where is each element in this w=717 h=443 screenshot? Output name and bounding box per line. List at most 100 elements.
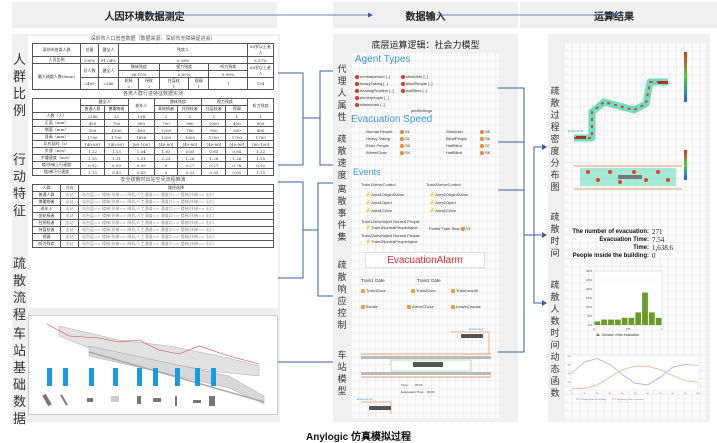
flow-path: 站台层=> 楼梯/扶梯=> 闸机/人工通道=> 通道口=> 楼梯/扶梯=> 出口: [78, 198, 274, 206]
behavior-row-label: 楼/梯下行速度: [32, 168, 81, 176]
agent-type-item[interactable]: heavyTaking [..]: [355, 81, 394, 86]
y-tick-label: 10%: [586, 305, 592, 309]
pt-max-hearing: 1: [208, 77, 248, 90]
agent-type-item[interactable]: wheelchair [..]: [355, 102, 394, 107]
gate-function-item[interactable]: Train1Door: [361, 288, 386, 293]
y-tick-label: 30%: [586, 269, 592, 273]
agent-type-item[interactable]: normalperson [..]: [355, 74, 394, 79]
flow-group: 携重物者: [32, 198, 61, 206]
behavior-row-label: 反应延时（s）: [32, 140, 81, 148]
label-response: 疏散响应控制: [337, 261, 347, 331]
x-tick-label: 90: [684, 393, 687, 395]
y-tick-label: 100: [567, 382, 571, 384]
event-item[interactable]: ⚡Area2Close: [429, 208, 457, 214]
gate-function-item[interactable]: Train2Door: [411, 288, 436, 293]
behavior-cell: 22: [103, 112, 129, 120]
behavior-cell: 0.92: [247, 161, 274, 169]
stat-value: 271: [652, 228, 663, 236]
entrance-b-label: Entrance B: [357, 397, 372, 401]
bolt-icon: ⚡: [429, 192, 436, 198]
pt-h-total: 总量: [80, 43, 99, 57]
time-label: Time:: [401, 383, 409, 387]
stat-value: 0: [652, 252, 656, 260]
behavior-cell: 1650: [127, 133, 155, 141]
histogram-bar: [655, 317, 662, 325]
histogram-bar: [601, 319, 608, 325]
time-value: 00:00: [415, 383, 423, 387]
gate-function-item[interactable]: TrainDoorAll: [451, 288, 478, 293]
stat-row: Time:1,638.6: [564, 244, 706, 252]
bt-sub-1: 携重物者: [103, 105, 129, 113]
behavior-row-label: 正面（mm）: [32, 119, 81, 127]
y-tick-label: 200: [567, 373, 571, 375]
pt-h-disabled: 残疾人: [118, 43, 248, 57]
legend-marker: [596, 333, 600, 336]
event-item[interactable]: ⚡Area1Close: [365, 208, 393, 214]
flow-path: 站台层=> 楼梯/扶梯=> 闸机/人工通道=> 通道口=> 楼梯/扶梯=> 出口: [78, 212, 274, 220]
agent-list-right: stickUser [..] blindPeople [..] halfBlind …: [401, 74, 432, 95]
histogram-bar: [642, 292, 648, 325]
label-events: 离散事件集: [337, 185, 347, 243]
pt-sub-hearing: 听力残疾: [208, 63, 248, 71]
evac-time-label: Evacuation Time:: [401, 390, 424, 394]
evacuation-alarm-button[interactable]: EvacuationAlarm: [365, 252, 485, 268]
header-measurement-label: 人因环境数据测定: [104, 11, 185, 23]
behavior-cell: 0.43: [103, 168, 129, 176]
agent-type-item[interactable]: stickUser [..]: [401, 74, 432, 79]
gate-function-item[interactable]: ArriveChose: [407, 304, 434, 309]
gate-function-item[interactable]: Escale: [361, 304, 378, 309]
event-item[interactable]: ⚡Area2Open: [429, 200, 456, 206]
pt-h-group: 深圳市各类人群: [32, 43, 81, 57]
density-heatmap: Entrance A Entrance B: [568, 52, 687, 190]
x-tick-label: 0.5: [626, 327, 631, 331]
agent-type-item[interactable]: hearingProblem [..]: [355, 88, 394, 93]
flow-group: 普通人群: [32, 191, 61, 199]
agent-type-item[interactable]: blindPeople [..]: [401, 81, 432, 86]
behavior-cell: 1600: [177, 133, 203, 141]
behavior-cell: 700: [103, 119, 129, 127]
behavior-row-label: 步履速度（m/s）: [32, 154, 81, 162]
series-line: [572, 365, 699, 389]
entrance-a-label: Entrance A: [469, 327, 484, 331]
parameter-icon: [480, 150, 484, 155]
behavior-cell: [60-100]: [247, 140, 274, 148]
flow-caption: 安全疏散时出站空间流程推演: [120, 177, 186, 183]
event-item[interactable]: ⚡Area2OriginStatus: [429, 192, 468, 198]
bt-sub-0: 普通人群: [80, 105, 105, 113]
event-item[interactable]: ⚡Area1Open: [365, 200, 392, 206]
pt-ratio-healthy: 91.04%: [98, 56, 119, 64]
gate-function-item[interactable]: LeaveChoose: [451, 304, 481, 309]
label-population-ratio: 人群比例: [12, 53, 26, 119]
train2-arrive: Train2ArriveControl: [426, 182, 461, 187]
arrowhead-time: [542, 232, 547, 238]
event-item[interactable]: ⚡Area1OriginStatus: [365, 192, 404, 198]
label-behavior: 行动特征: [12, 153, 26, 219]
left-panel: 人群比例 行动特征 疏散流程 车站基础数据 深圳市人口普查数据（数据来源：深圳市…: [12, 34, 280, 427]
flow-dir: 出站: [60, 219, 79, 227]
parameter-icon: [480, 143, 484, 148]
label-density-map: 疏散过程密度分布图: [550, 87, 560, 193]
label-agent-attr: 代理人属性: [337, 65, 347, 123]
ft-h-group: 人群: [32, 184, 61, 192]
stat-row: People inside the building:0: [564, 252, 706, 260]
y-tick-label: 0: [570, 390, 572, 392]
function-icon: [411, 288, 415, 293]
stat-label: The number of evacuation:: [572, 229, 649, 235]
agent-type-item[interactable]: halfBlind [..]: [401, 88, 432, 93]
population-caption: 深圳市人口普查数据（数据来源：深圳市无障碍促进会）: [90, 36, 216, 42]
parameter-icon: [480, 129, 484, 134]
agent-type-item[interactable]: elederpeople [..]: [355, 95, 394, 100]
histogram-bar: [621, 317, 628, 325]
